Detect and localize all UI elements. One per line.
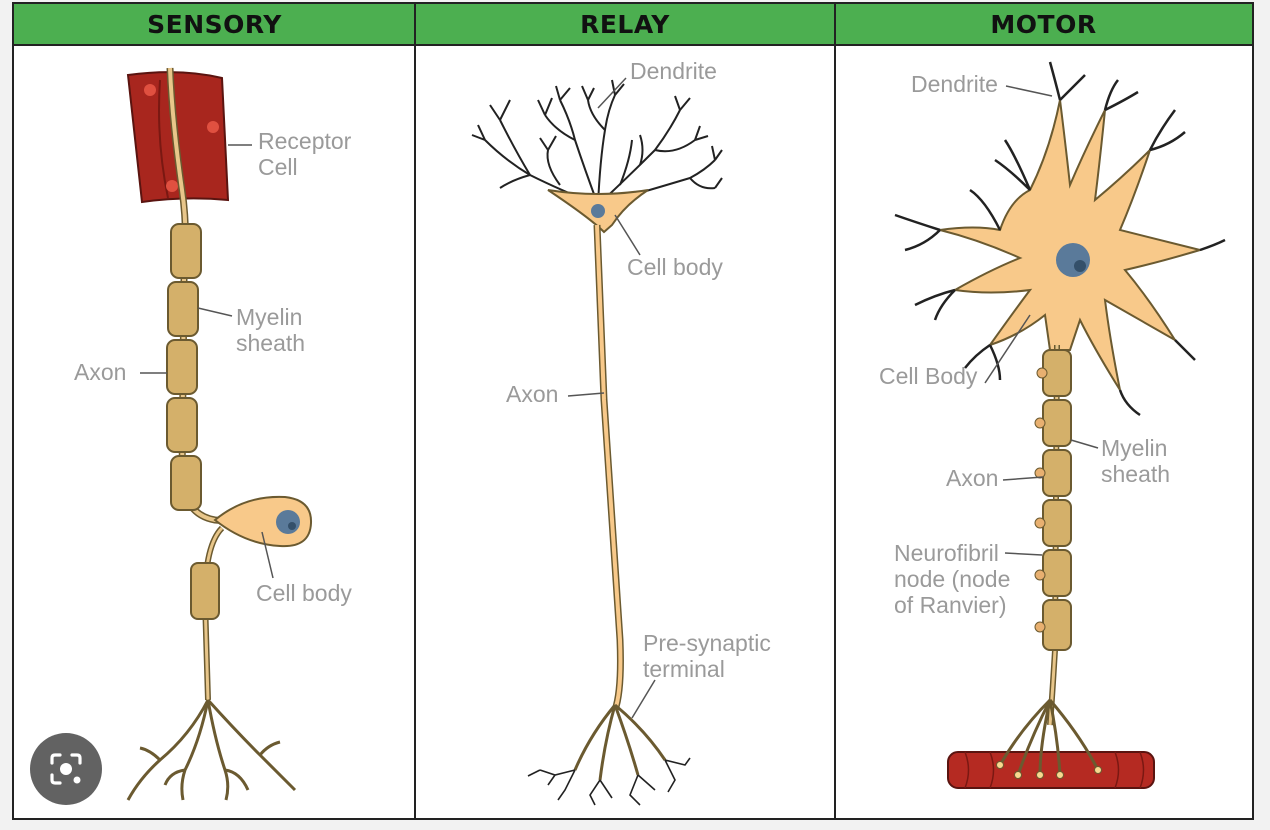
muscle-fiber <box>947 751 1155 789</box>
label-relay-cell-body: Cell body <box>627 254 723 280</box>
label-sensory-axon: Axon <box>74 359 126 385</box>
header-sensory: SENSORY <box>14 4 415 46</box>
label-motor-axon: Axon <box>946 465 998 491</box>
divider-2 <box>834 4 836 818</box>
label-relay-axon: Axon <box>506 381 558 407</box>
divider-1 <box>414 4 416 818</box>
lens-glyph <box>50 753 82 785</box>
label-relay-dendrite: Dendrite <box>630 58 717 84</box>
label-motor-dendrite: Dendrite <box>911 71 998 97</box>
header-relay: RELAY <box>415 4 835 46</box>
header-motor: MOTOR <box>835 4 1252 46</box>
leader-lines <box>140 77 1099 719</box>
motor-dendrites <box>894 61 1226 417</box>
relay-terminal <box>573 703 667 781</box>
relay-neuron <box>471 79 723 806</box>
motor-terminal <box>998 698 1100 776</box>
label-motor-cell-body: Cell Body <box>879 363 978 389</box>
motor-neuron <box>894 61 1226 789</box>
label-sensory-cell-body: Cell body <box>256 580 352 606</box>
sensory-neuron <box>126 67 313 801</box>
relay-dendrites <box>471 79 723 206</box>
image-search-icon[interactable] <box>30 733 102 805</box>
